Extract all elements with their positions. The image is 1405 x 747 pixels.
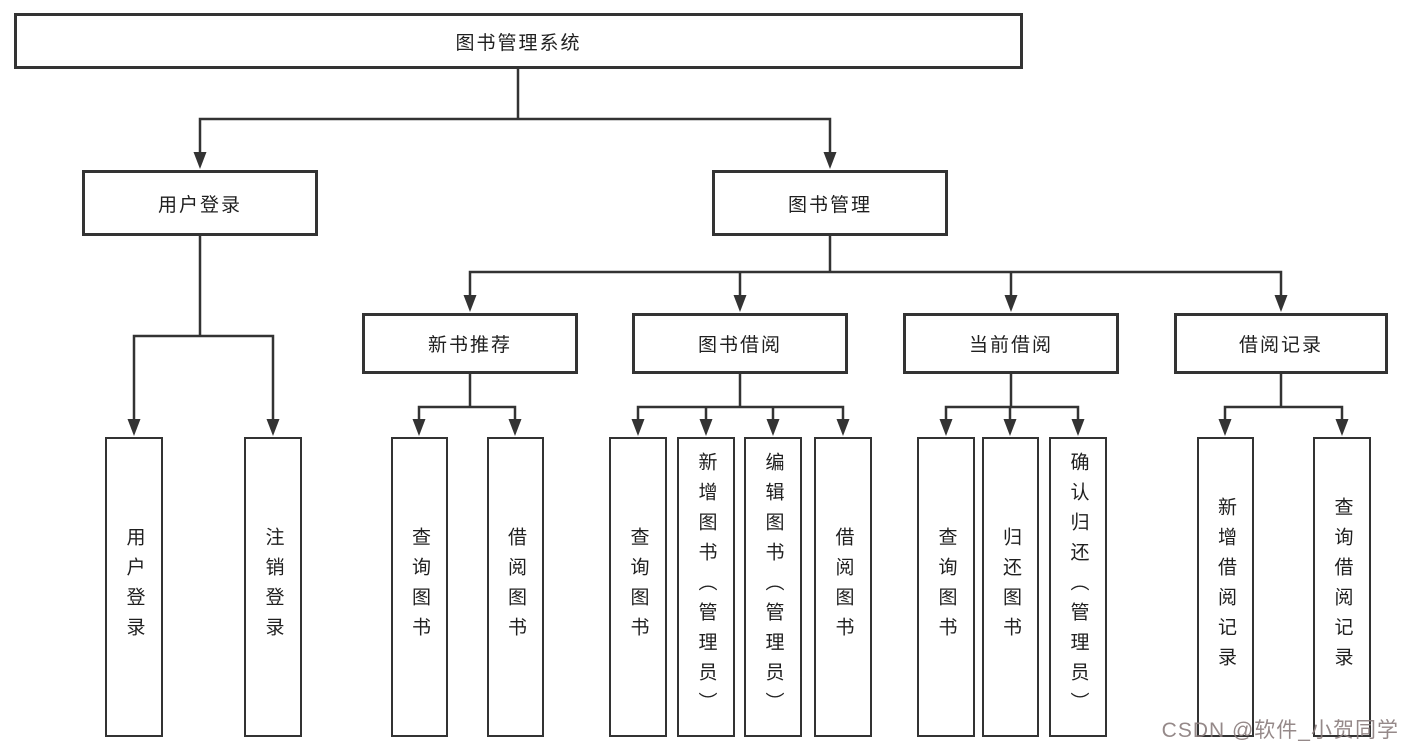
leaf-add-book-admin: 新增图书（管理员） xyxy=(677,437,735,737)
leaf-return-book: 归还图书 xyxy=(982,437,1039,737)
leaf-query-books-borrowing: 查询图书 xyxy=(609,437,667,737)
leaf-user-login-label: 用户登录 xyxy=(123,527,145,647)
node-user-login-label: 用户登录 xyxy=(157,194,242,216)
arrowhead-icon xyxy=(463,295,477,312)
arrowhead-icon xyxy=(193,152,207,169)
leaf-borrow-books-recommend: 借阅图书 xyxy=(487,437,544,737)
leaf-query-books-current: 查询图书 xyxy=(917,437,975,737)
leaf-confirm-return-admin-label: 确认归还（管理员） xyxy=(1067,452,1089,722)
leaf-borrow-books-borrowing: 借阅图书 xyxy=(814,437,872,737)
leaf-borrow-books-recommend-label: 借阅图书 xyxy=(505,527,526,647)
node-borrowing-records: 借阅记录 xyxy=(1174,313,1388,374)
arrowhead-icon xyxy=(836,419,850,436)
node-book-management: 图书管理 xyxy=(712,170,948,236)
arrowhead-icon xyxy=(766,419,780,436)
arrowhead-icon xyxy=(699,419,713,436)
leaf-confirm-return-admin: 确认归还（管理员） xyxy=(1049,437,1107,737)
arrowhead-icon xyxy=(1274,295,1288,312)
leaf-query-books-current-label: 查询图书 xyxy=(935,527,957,647)
leaf-edit-book-admin-label: 编辑图书（管理员） xyxy=(762,452,784,722)
node-root: 图书管理系统 xyxy=(14,13,1023,69)
book-borrowing-rail-line xyxy=(636,374,845,426)
leaf-add-borrow-record: 新增借阅记录 xyxy=(1197,437,1254,737)
leaf-logout-label: 注销登录 xyxy=(262,527,284,647)
node-new-book-recommend-label: 新书推荐 xyxy=(427,335,512,356)
level3-rail-line xyxy=(468,270,1283,301)
level2-rail-line xyxy=(198,117,832,158)
leaf-add-borrow-record-label: 新增借阅记录 xyxy=(1215,497,1236,677)
leaf-query-books-borrowing-label: 查询图书 xyxy=(627,527,649,647)
arrowhead-icon xyxy=(1335,419,1349,436)
arrowhead-icon xyxy=(733,295,747,312)
arrowhead-icon xyxy=(412,419,426,436)
node-book-borrowing-label: 图书借阅 xyxy=(697,335,782,356)
current-borrowing-rail-line xyxy=(944,374,1080,426)
leaf-add-book-admin-label: 新增图书（管理员） xyxy=(695,452,717,722)
new-book-rail-line xyxy=(417,374,517,426)
arrowhead-icon xyxy=(1071,419,1085,436)
node-root-label: 图书管理系统 xyxy=(455,32,582,54)
arrowhead-icon xyxy=(1003,419,1017,436)
leaf-return-book-label: 归还图书 xyxy=(1000,527,1021,647)
level3-mid-drop-lines xyxy=(738,272,1013,301)
arrowhead-icon xyxy=(266,419,280,436)
node-current-borrowing: 当前借阅 xyxy=(903,313,1119,374)
csdn-watermark: CSDN @软件_小贺同学 xyxy=(1161,719,1399,742)
arrowhead-icon xyxy=(127,419,141,436)
node-user-login: 用户登录 xyxy=(82,170,318,236)
leaf-query-books-recommend: 查询图书 xyxy=(391,437,448,737)
leaf-query-books-recommend-label: 查询图书 xyxy=(409,527,430,647)
node-new-book-recommend: 新书推荐 xyxy=(362,313,578,374)
leaf-query-borrow-record: 查询借阅记录 xyxy=(1313,437,1371,737)
arrowhead-icon xyxy=(939,419,953,436)
borrowing-records-rail-line xyxy=(1223,374,1344,426)
node-book-borrowing: 图书借阅 xyxy=(632,313,848,374)
arrowhead-icon xyxy=(508,419,522,436)
node-current-borrowing-label: 当前借阅 xyxy=(968,335,1053,356)
arrowhead-icon xyxy=(631,419,645,436)
leaf-query-borrow-record-label: 查询借阅记录 xyxy=(1331,497,1353,677)
node-borrowing-records-label: 借阅记录 xyxy=(1238,335,1323,356)
arrowhead-icon xyxy=(1004,295,1018,312)
leaf-logout: 注销登录 xyxy=(244,437,302,737)
arrowhead-icon xyxy=(823,152,837,169)
leaf-edit-book-admin: 编辑图书（管理员） xyxy=(744,437,802,737)
node-book-management-label: 图书管理 xyxy=(787,194,872,216)
user-login-rail-line xyxy=(132,334,275,426)
arrowhead-icon xyxy=(1218,419,1232,436)
leaf-borrow-books-borrowing-label: 借阅图书 xyxy=(832,527,854,647)
leaf-user-login: 用户登录 xyxy=(105,437,163,737)
